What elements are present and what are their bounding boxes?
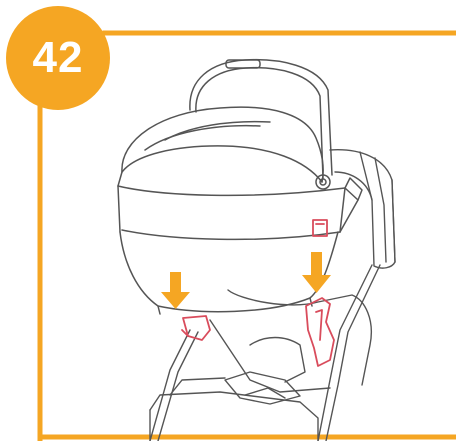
step-number: 42 — [6, 6, 110, 110]
down-arrow-left — [161, 272, 190, 309]
adapter-highlights — [182, 220, 334, 366]
down-arrow-right — [302, 252, 331, 293]
